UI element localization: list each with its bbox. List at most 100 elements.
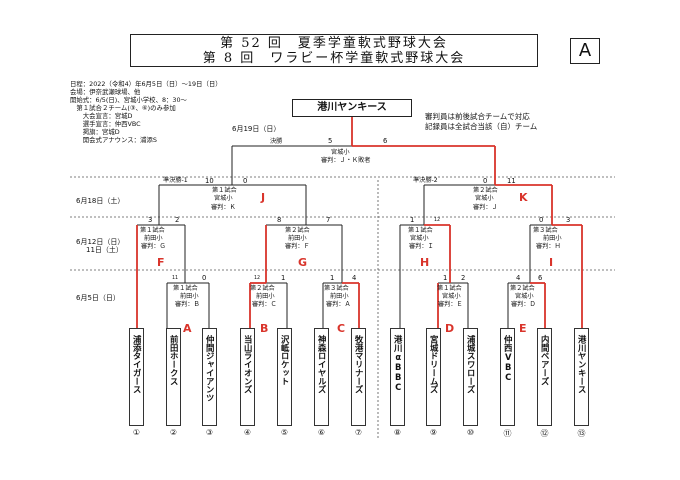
- r1-score-left: 4: [516, 274, 521, 282]
- team-box: 浦城スワローズ: [463, 328, 478, 426]
- champion-box: 港川ヤンキース: [292, 99, 412, 117]
- r2-umpire: 審判：Ｉ: [409, 243, 434, 250]
- match-letter: E: [519, 322, 527, 335]
- match-letter: K: [519, 191, 528, 204]
- day-label-final: 6月19日（日）: [232, 125, 281, 133]
- r2-score-right: 7: [326, 216, 331, 224]
- team-number: ②: [169, 428, 178, 437]
- day-label-round2: 6月12日（日）: [76, 238, 125, 246]
- r1-score-right: 6: [538, 274, 543, 282]
- r1-umpire: 審判：Ａ: [326, 301, 351, 308]
- semi-umpire: 審判：Ｋ: [211, 204, 236, 211]
- r1-umpire: 審判：Ｄ: [511, 301, 536, 308]
- final-score-right: 6: [383, 137, 388, 145]
- r1-match-name: 第１試合: [173, 285, 198, 292]
- info-line: 大会宣言：宮城D: [70, 112, 133, 120]
- match-letter: B: [260, 322, 269, 335]
- r1-match-name: 第１試合: [437, 285, 462, 292]
- semi-match-name: 第２試合: [473, 187, 498, 194]
- r1-match-name: 第２試合: [510, 285, 535, 292]
- team-box: 仲西VBC: [500, 328, 515, 426]
- r1-venue: 前田小: [256, 293, 275, 300]
- title-line-1: 第 52 回 夏季学童軟式野球大会: [220, 36, 448, 51]
- team-number: ①: [132, 428, 141, 437]
- final-label: 決勝: [270, 138, 283, 145]
- team-box: 宮城ドリームズ: [426, 328, 441, 426]
- match-letter: H: [420, 256, 430, 269]
- note-line: 審判員は前後試合チームで対応: [425, 112, 530, 121]
- team-number: ⑪: [503, 429, 512, 438]
- info-line: 会場：伊奈武瀬球場、他: [70, 88, 141, 96]
- r1-score-right: 1: [281, 274, 286, 282]
- team-number: ⑫: [540, 429, 549, 438]
- team-number: ⑩: [466, 428, 475, 437]
- info-line: 第１試合２チーム(③、⑥)のみ参加: [70, 104, 176, 112]
- team-box: 浦添タイガース: [129, 328, 144, 426]
- block-letter: A: [570, 38, 600, 64]
- r1-match-name: 第２試合: [250, 285, 275, 292]
- r2-score-left: 0: [539, 216, 544, 224]
- team-number: ⑦: [354, 428, 363, 437]
- info-line: 日程：2022（令和4）年6月5日（日）〜19日（日）: [70, 80, 222, 88]
- semi-match-name: 第１試合: [212, 187, 237, 194]
- r2-venue: 前田小: [288, 235, 307, 242]
- team-number: ④: [243, 428, 252, 437]
- team-number: ⑨: [429, 428, 438, 437]
- team-number: ⑧: [393, 428, 402, 437]
- team-box: 仲間ジャイアンツ: [202, 328, 217, 426]
- team-box: 牧港マリナーズ: [351, 328, 366, 426]
- semi-score-left: 0: [483, 177, 488, 185]
- match-letter: J: [261, 191, 266, 204]
- r2-umpire: 審判：Ｆ: [285, 243, 310, 250]
- r1-match-name: 第３試合: [324, 285, 349, 292]
- match-letter: D: [445, 322, 455, 335]
- team-number: ⑤: [280, 428, 289, 437]
- team-box: 港川αBBC: [390, 328, 405, 426]
- team-number: ③: [205, 428, 214, 437]
- r1-venue: 前田小: [330, 293, 349, 300]
- r1-venue: 宮城小: [515, 293, 534, 300]
- semi-label: 準決勝-1: [163, 177, 188, 184]
- final-umpire: 審判：Ｊ・Ｋ敗者: [321, 157, 371, 164]
- r2-venue: 前田小: [144, 235, 163, 242]
- r2-score-right: 12: [434, 218, 441, 223]
- r1-score-left: 12: [254, 276, 261, 281]
- r1-score-right: 4: [352, 274, 357, 282]
- semi-venue: 宮城小: [214, 195, 233, 202]
- match-letter: C: [337, 322, 346, 335]
- day-label-round1: 6月5日（日）: [76, 294, 120, 302]
- r1-score-right: 2: [461, 274, 466, 282]
- team-number: ⑥: [317, 428, 326, 437]
- match-letter: A: [183, 322, 192, 335]
- r2-umpire: 審判：Ｈ: [536, 243, 561, 250]
- r1-score-left: 1: [330, 274, 335, 282]
- match-letter: F: [157, 256, 165, 269]
- r1-score-right: 0: [202, 274, 207, 282]
- team-box: 内間ベアーズ: [537, 328, 552, 426]
- title-line-2: 第 8 回 ワラビー杯学童軟式野球大会: [202, 51, 466, 66]
- tournament-title-box: 第 52 回 夏季学童軟式野球大会 第 8 回 ワラビー杯学童軟式野球大会: [130, 34, 538, 67]
- team-box: 前田ホークス: [166, 328, 181, 426]
- r1-umpire: 審判：Ｅ: [438, 301, 463, 308]
- team-box: 沢岻ロケット: [277, 328, 292, 426]
- note-line: 記録員は全試合当該（自）チーム: [425, 122, 538, 131]
- info-line: 選手宣言：仲西VBC: [70, 120, 141, 128]
- info-line: 開始式：6/5(日)、宮城小学校、8：30〜: [70, 96, 187, 104]
- r2-score-right: 3: [566, 216, 571, 224]
- semi-venue: 宮城小: [475, 195, 494, 202]
- r1-umpire: 審判：Ｃ: [252, 301, 277, 308]
- match-letter: G: [298, 256, 308, 269]
- r2-match-name: 第３試合: [533, 227, 558, 234]
- r2-score-left: 1: [410, 216, 415, 224]
- team-box: 神森ロイヤルズ: [314, 328, 329, 426]
- final-venue: 宮城小: [331, 149, 350, 156]
- semi-score-right: 11: [507, 177, 516, 185]
- semi-score-left: 10: [205, 177, 214, 185]
- team-number: ⑬: [577, 429, 586, 438]
- r1-umpire: 審判：Ｂ: [175, 301, 200, 308]
- match-letter: I: [549, 256, 554, 269]
- semi-label: 準決勝-2: [413, 177, 438, 184]
- r2-match-name: 第２試合: [285, 227, 310, 234]
- team-box: 当山ライオンズ: [240, 328, 255, 426]
- semi-score-right: 0: [243, 177, 248, 185]
